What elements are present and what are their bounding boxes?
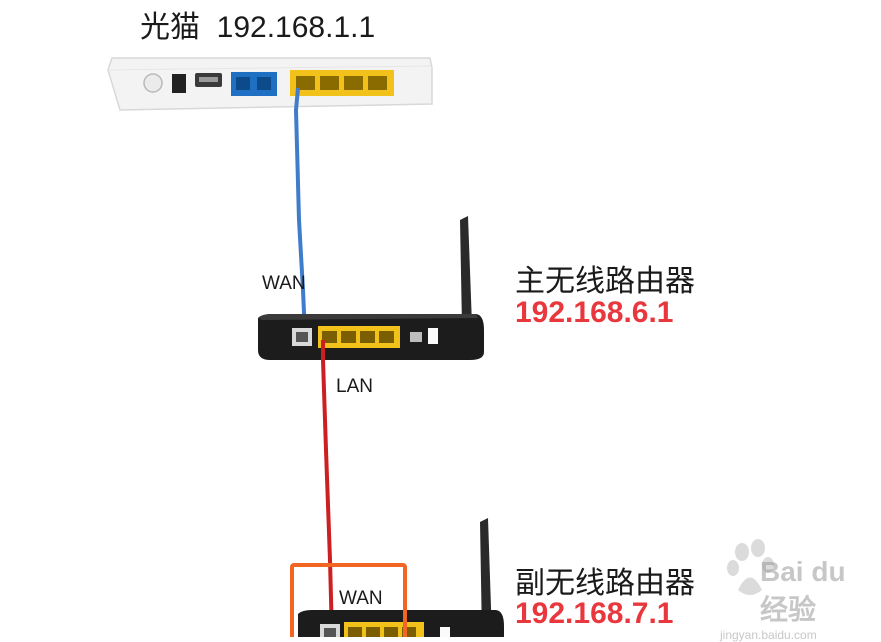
wan-cable (293, 87, 307, 336)
modem-name: 光猫 (140, 11, 200, 44)
watermark: Bai du 经验 jingyan.baidu.com (720, 556, 881, 642)
power-switch-icon (428, 328, 438, 344)
modem-ip: 192.168.1.1 (216, 11, 376, 44)
main-router-device (258, 216, 484, 360)
modem-device (107, 57, 433, 111)
sub-router-name: 副无线路由器 (515, 567, 695, 600)
power-jack-icon (172, 74, 186, 93)
main-router-name: 主无线路由器 (515, 265, 695, 298)
power-button-icon (143, 73, 163, 93)
main-router-wan-label: WAN (262, 273, 306, 294)
sub-router-wan-label: WAN (339, 588, 383, 609)
sub-router-ip: 192.168.7.1 (515, 597, 674, 630)
antenna-icon (480, 518, 492, 637)
watermark-url: jingyan.baidu.com (720, 628, 817, 642)
baidu-paw-icon (727, 539, 774, 595)
modem-label: 光猫 192.168.1.1 (140, 2, 375, 46)
antenna-icon (460, 216, 472, 326)
power-jack-icon (410, 332, 422, 342)
main-router-lan-label: LAN (336, 376, 373, 397)
watermark-brand: Bai du 经验 (760, 556, 846, 625)
lan-cable (321, 340, 334, 637)
main-router-ip: 192.168.6.1 (515, 296, 674, 329)
wan-highlight-box (290, 563, 407, 637)
